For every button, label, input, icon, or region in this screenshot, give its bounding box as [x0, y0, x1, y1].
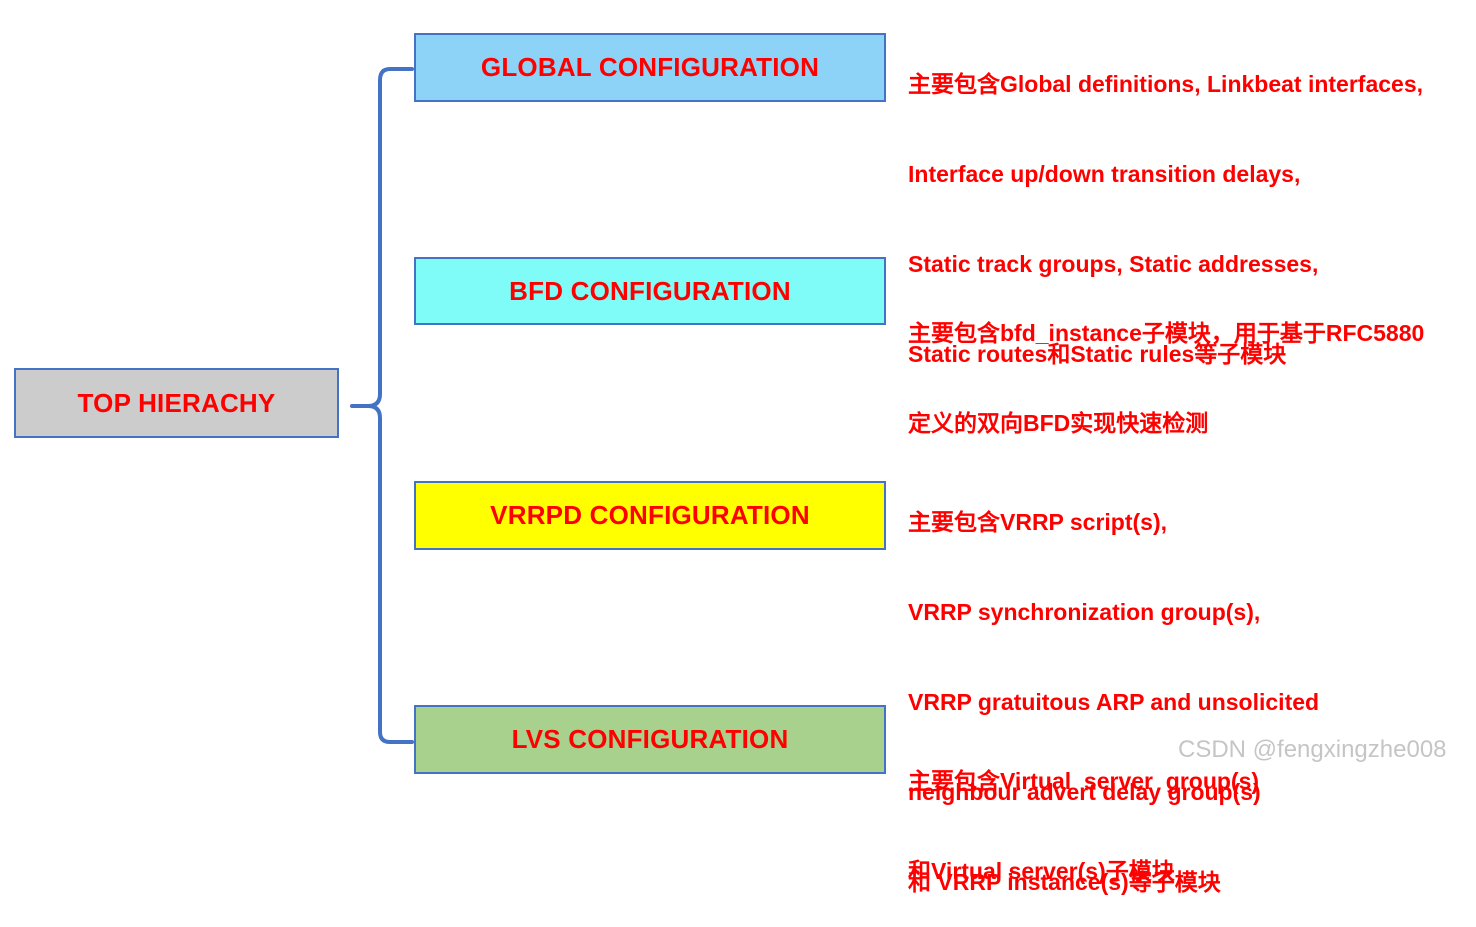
description-line: Interface up/down transition delays,	[908, 161, 1301, 187]
description-line: VRRP gratuitous ARP and unsolicited	[908, 689, 1320, 715]
description-line: VRRP synchronization group(s),	[908, 599, 1261, 625]
lvs-configuration-box: LVS CONFIGURATION	[414, 705, 886, 774]
watermark: CSDN @fengxingzhe008	[1178, 736, 1447, 763]
lvs-configuration-label: LVS CONFIGURATION	[511, 724, 789, 754]
top-hierarchy-box: TOP HIERACHY	[14, 368, 339, 438]
description-line: Static routes和Static rules等子模块	[908, 341, 1287, 367]
description-line: 主要包含Global definitions, Linkbeat interfa…	[908, 71, 1424, 97]
description-line: 主要包含Virtual server group(s)	[908, 768, 1260, 794]
global-configuration-label: GLOBAL CONFIGURATION	[480, 52, 820, 82]
description-line: 和Virtual server(s)子模块	[908, 858, 1175, 884]
vrrpd-configuration-box: VRRPD CONFIGURATION	[414, 481, 886, 550]
bfd-configuration-box: BFD CONFIGURATION	[414, 257, 886, 325]
top-hierarchy-label: TOP HIERACHY	[77, 387, 276, 418]
description-line: 定义的双向BFD实现快速检测	[908, 410, 1209, 436]
brace-connector	[350, 67, 414, 744]
bfd-configuration-description: 主要包含bfd_instance子模块，用于基于RFC5880 定义的双向BFD…	[908, 258, 1424, 468]
description-line: 主要包含bfd_instance子模块，用于基于RFC5880	[908, 320, 1425, 346]
global-configuration-description: 主要包含Global definitions, Linkbeat interfa…	[908, 9, 1423, 399]
description-line: Static track groups, Static addresses,	[908, 251, 1319, 277]
description-line: 主要包含VRRP script(s),	[908, 509, 1168, 535]
bfd-configuration-label: BFD CONFIGURATION	[509, 275, 791, 306]
vrrpd-configuration-label: VRRPD CONFIGURATION	[490, 500, 810, 530]
global-configuration-box: GLOBAL CONFIGURATION	[414, 33, 886, 102]
